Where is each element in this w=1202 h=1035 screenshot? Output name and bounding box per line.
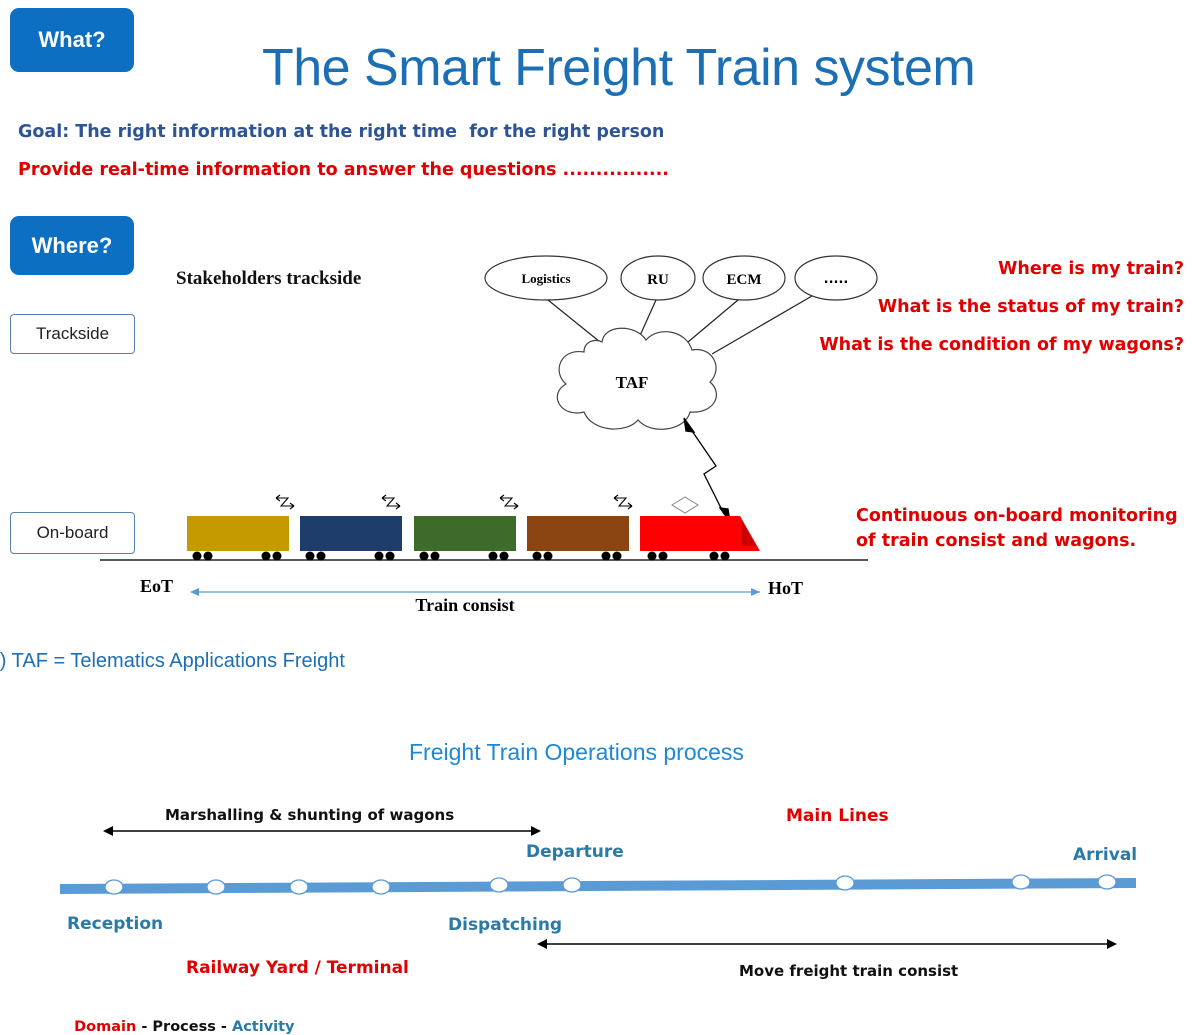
- wagon-4: [527, 516, 629, 561]
- stakeholder-ru: RU: [620, 255, 696, 301]
- legend-sep-2: -: [215, 1019, 232, 1035]
- hot-label: HoT: [768, 578, 803, 598]
- yard-label: Railway Yard / Terminal: [186, 958, 409, 978]
- marshalling-label: Marshalling & shunting of wagons: [165, 806, 455, 824]
- stakeholder-ecm: ECM: [702, 255, 786, 301]
- wagon-2: [300, 516, 402, 561]
- stakeholder-logistics: Logistics: [484, 255, 608, 301]
- wagon-signal-icons: [275, 494, 633, 510]
- stakeholder-more: .....: [794, 255, 878, 301]
- process-title: Freight Train Operations process: [409, 739, 744, 765]
- question-status: What is the status of my train?: [877, 297, 1184, 317]
- page-title: The Smart Freight Train system: [262, 39, 976, 97]
- trackside-box: Trackside: [10, 314, 135, 354]
- what-badge: What?: [10, 8, 134, 72]
- taf-cloud: TAF: [556, 327, 717, 430]
- process-track: [60, 878, 1136, 894]
- legend: Domain - Process - Activity: [64, 1003, 295, 1035]
- monitoring-line-2: of train consist and wagons.: [856, 531, 1137, 551]
- onboard-box: On-board: [10, 512, 135, 554]
- move-label: Move freight train consist: [739, 962, 959, 980]
- marshalling-arrow: [103, 826, 541, 836]
- stakeholder-more-label: .....: [824, 272, 849, 287]
- where-badge: Where?: [10, 216, 134, 275]
- system-diagram: Logistics RU ECM ..... TAF: [100, 255, 878, 615]
- legend-domain: Domain: [74, 1019, 137, 1035]
- provide-text: Provide real-time information to answer …: [18, 160, 669, 180]
- taf-footnote: *) TAF = Telematics Applications Freight: [0, 650, 345, 672]
- dispatching-label: Dispatching: [448, 915, 563, 935]
- taf-label: TAF: [616, 373, 649, 392]
- main-lines-label: Main Lines: [786, 806, 889, 826]
- station-nodes: [104, 874, 1117, 895]
- eot-label: EoT: [140, 576, 173, 596]
- question-where: Where is my train?: [998, 259, 1184, 279]
- wagon-1: [187, 516, 289, 561]
- question-condition: What is the condition of my wagons?: [819, 335, 1184, 355]
- legend-sep-1: -: [136, 1019, 153, 1035]
- move-arrow: [537, 939, 1117, 949]
- legend-process: Process: [152, 1019, 216, 1035]
- stakeholder-ecm-label: ECM: [727, 272, 762, 288]
- departure-label: Departure: [526, 842, 624, 862]
- stakeholders-label: Stakeholders trackside: [176, 268, 362, 289]
- process-timeline: [60, 826, 1136, 949]
- stakeholder-ru-label: RU: [647, 272, 669, 288]
- consist-label: Train consist: [415, 595, 514, 615]
- legend-activity: Activity: [231, 1019, 295, 1035]
- goal-text: Goal: The right information at the right…: [18, 122, 665, 142]
- monitoring-line-1: Continuous on-board monitoring: [856, 506, 1178, 526]
- arrival-label: Arrival: [1073, 845, 1138, 865]
- stakeholder-logistics-label: Logistics: [521, 271, 570, 286]
- stakeholder-links: [547, 295, 813, 355]
- wagon-3: [414, 516, 516, 561]
- locomotive: [640, 496, 760, 561]
- reception-label: Reception: [67, 914, 164, 934]
